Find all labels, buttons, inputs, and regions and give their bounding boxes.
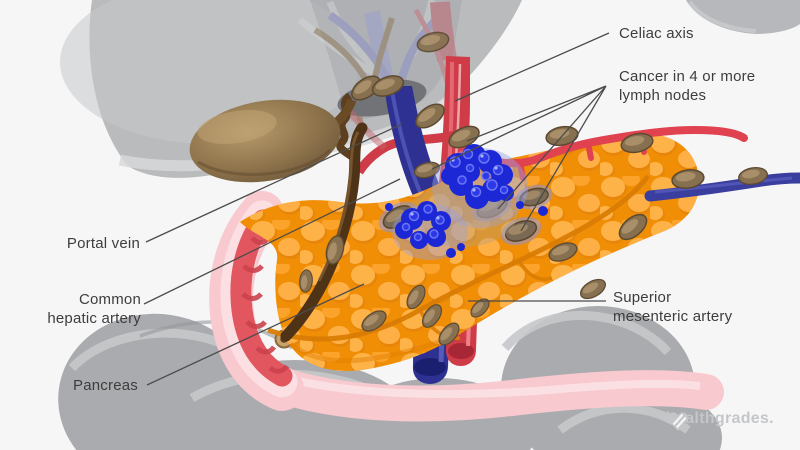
- leader-line-portal-vein: [145, 123, 403, 243]
- heart-with-slashes-icon: [668, 412, 688, 431]
- label-cancer-lymph-nodes: Cancer in 4 or more lymph nodes: [619, 68, 756, 104]
- logo-text: healthgrades.: [666, 410, 774, 427]
- leader-line-celiac-axis: [454, 32, 610, 102]
- cancer-cluster: [385, 144, 548, 260]
- splenic-artery: [458, 125, 748, 168]
- healthgrades-logo: healthgrades.: [666, 410, 774, 431]
- label-superior-mesenteric-artery: Superior mesenteric artery: [613, 289, 733, 325]
- leader-lines: [143, 32, 610, 386]
- pancreatic-duct: [267, 174, 651, 342]
- gallbladder-illustration: [189, 99, 341, 183]
- duodenum-illustration: [209, 191, 724, 422]
- label-common-hepatic-artery: Common hepatic artery: [47, 291, 141, 327]
- portal-vein-illustration: [384, 86, 450, 219]
- leader-line-common-hepatic-artery: [143, 178, 401, 305]
- label-pancreas: Pancreas: [73, 377, 138, 394]
- spleen-edge-illustration: [686, 0, 800, 34]
- pancreas-illustration: [240, 133, 700, 371]
- leader-line-pancreas: [146, 283, 365, 386]
- label-portal-vein: Portal vein: [66, 235, 140, 252]
- leader-line-cancer-lymph-nodes: [431, 85, 607, 232]
- label-celiac-axis: Celiac axis: [619, 25, 694, 42]
